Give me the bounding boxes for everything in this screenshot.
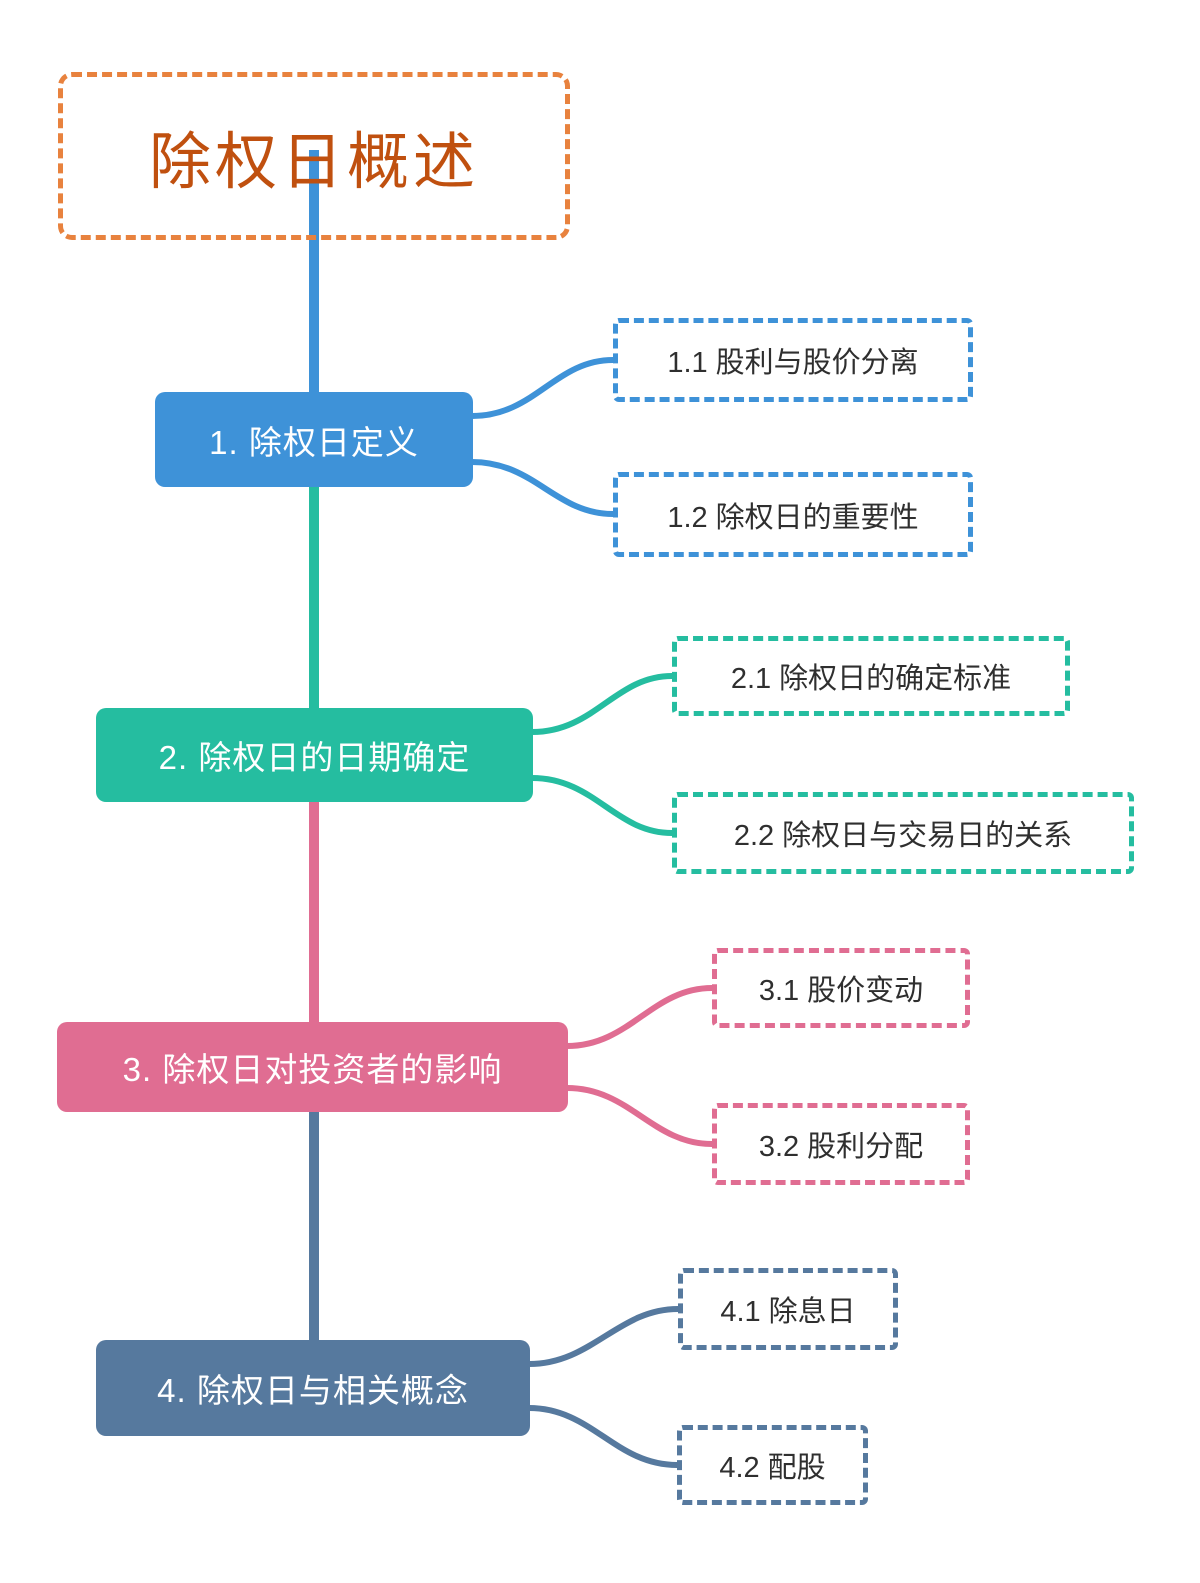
leaf-node-4-2-label: 4.2 配股 xyxy=(719,1452,826,1484)
root-topic-label: 除权日概述 xyxy=(148,128,479,197)
leaf-node-1-1-label: 1.1 股利与股价分离 xyxy=(667,347,919,379)
branch-node-4: 4. 除权日与相关概念 xyxy=(96,1340,530,1436)
leaf-node-4-1: 4.1 除息日 xyxy=(678,1268,898,1350)
branch-node-2-label: 2. 除权日的日期确定 xyxy=(158,739,471,776)
connector-2-1 xyxy=(529,673,675,735)
leaf-node-2-1-label: 2.1 除权日的确定标准 xyxy=(730,663,1012,695)
leaf-node-2-2: 2.2 除权日与交易日的关系 xyxy=(672,792,1134,874)
branch-node-1-label: 1. 除权日定义 xyxy=(209,423,419,461)
leaf-node-4-1-label: 4.1 除息日 xyxy=(720,1296,856,1328)
root-topic: 除权日概述 xyxy=(58,72,570,240)
leaf-node-3-2-label: 3.2 股利分配 xyxy=(758,1131,924,1163)
connector-3-1 xyxy=(564,985,715,1049)
branch-node-1: 1. 除权日定义 xyxy=(155,392,473,487)
branch-node-3-label: 3. 除权日对投资者的影响 xyxy=(122,1051,503,1088)
leaf-node-3-2: 3.2 股利分配 xyxy=(712,1103,970,1185)
connector-1-2 xyxy=(469,459,616,517)
leaf-node-1-2-label: 1.2 除权日的重要性 xyxy=(667,501,919,534)
branch-node-3: 3. 除权日对投资者的影响 xyxy=(57,1022,568,1112)
leaf-node-2-1: 2.1 除权日的确定标准 xyxy=(672,636,1070,716)
connector-3-2 xyxy=(564,1085,715,1147)
branch-node-4-label: 4. 除权日与相关概念 xyxy=(157,1372,469,1409)
connector-1-1 xyxy=(469,357,616,419)
leaf-node-2-2-label: 2.2 除权日与交易日的关系 xyxy=(733,820,1073,852)
leaf-node-1-1: 1.1 股利与股价分离 xyxy=(613,318,973,402)
leaf-node-1-2: 1.2 除权日的重要性 xyxy=(613,472,973,557)
branch-node-2: 2. 除权日的日期确定 xyxy=(96,708,533,802)
leaf-node-3-1: 3.1 股价变动 xyxy=(712,948,970,1028)
leaf-node-4-2: 4.2 配股 xyxy=(677,1425,868,1505)
connector-4-1 xyxy=(526,1306,681,1367)
connector-2-2 xyxy=(529,775,675,836)
leaf-node-3-1-label: 3.1 股价变动 xyxy=(758,975,924,1007)
connector-4-2 xyxy=(526,1405,680,1468)
